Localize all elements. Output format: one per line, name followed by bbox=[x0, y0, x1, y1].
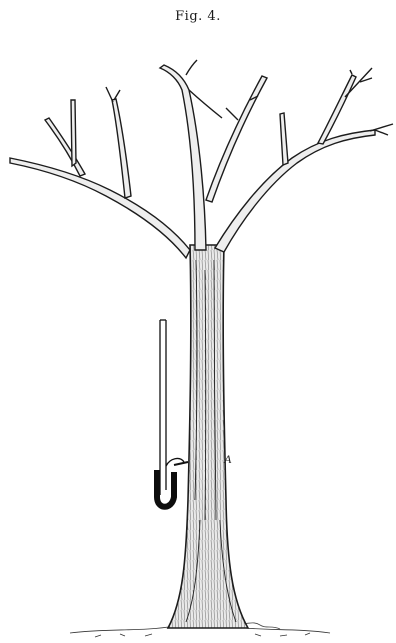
tree-branch-right bbox=[206, 68, 393, 252]
tree-branch-center bbox=[160, 60, 222, 250]
manometer-apparatus bbox=[157, 320, 188, 507]
apparatus-label: A bbox=[224, 452, 231, 467]
tree-branch-left bbox=[10, 87, 190, 258]
tree-trunk bbox=[168, 245, 248, 628]
